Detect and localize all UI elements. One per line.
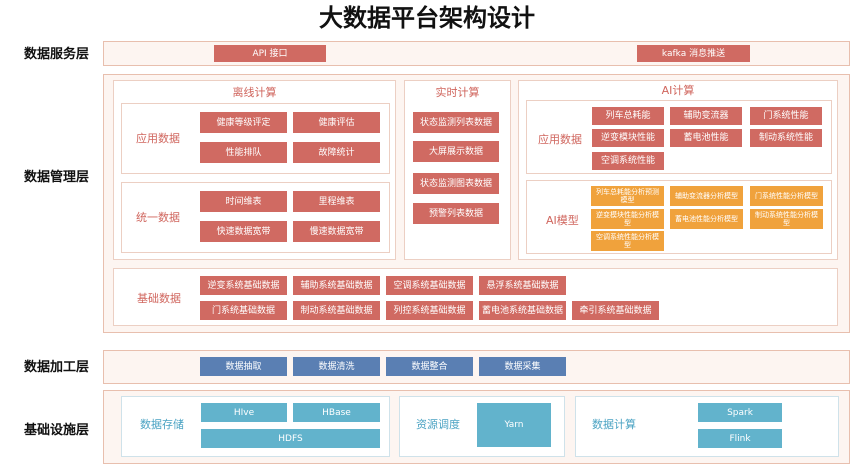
layer-label-infra: 基础设施层: [24, 423, 90, 438]
ai-app-item: 门系统性能: [750, 107, 822, 125]
processing-item: 数据清洗: [293, 357, 380, 376]
offline-compute-title: 离线计算: [232, 86, 277, 99]
ai-model-item: 蓄电池性能分析模型: [670, 209, 743, 229]
base-data-item: 列控系统基础数据: [386, 301, 473, 320]
base-data-label: 基础数据: [137, 292, 181, 305]
hive-box: HIve: [201, 403, 287, 422]
ai-model-item: 列车总耗能分析预测模型: [591, 186, 664, 206]
ai-model-item: 制动系统性能分析模型: [750, 209, 823, 229]
base-data-item: 门系统基础数据: [200, 301, 287, 320]
hbase-box: HBase: [293, 403, 380, 422]
processing-item: 数据抽取: [200, 357, 287, 376]
compute-label: 数据计算: [592, 418, 636, 431]
offline-app-item: 健康等级评定: [200, 112, 287, 133]
offline-app-item: 性能排队: [200, 142, 287, 163]
offline-unified-item: 快速数据宽带: [200, 221, 287, 242]
offline-unified-item: 里程维表: [293, 191, 380, 212]
spark-box: Spark: [698, 403, 782, 422]
layer-label-service: 数据服务层: [24, 47, 90, 62]
ai-app-data-label: 应用数据: [538, 133, 582, 146]
ai-app-item: 列车总耗能: [592, 107, 664, 125]
ai-app-item: 逆变模块性能: [592, 129, 664, 147]
ai-compute-title: AI计算: [661, 84, 695, 97]
base-data-item: 逆变系统基础数据: [200, 276, 287, 295]
offline-unified-data-label: 统一数据: [136, 211, 180, 224]
kafka-push-box: kafka 消息推送: [637, 45, 750, 62]
base-data-item: 空调系统基础数据: [386, 276, 473, 295]
ai-model-item: 空调系统性能分析模型: [591, 231, 664, 251]
scheduling-label: 资源调度: [416, 418, 460, 431]
offline-unified-item: 时间维表: [200, 191, 287, 212]
yarn-box: Yarn: [477, 403, 551, 447]
layer-label-processing: 数据加工层: [24, 360, 90, 375]
base-data-item: 辅助系统基础数据: [293, 276, 380, 295]
offline-app-data-label: 应用数据: [136, 132, 180, 145]
offline-app-item: 健康评估: [293, 112, 380, 133]
base-data-item: 悬浮系统基础数据: [479, 276, 566, 295]
page-title: 大数据平台架构设计: [319, 4, 535, 32]
ai-app-item: 辅助变流器: [670, 107, 742, 125]
base-data-item: 牵引系统基础数据: [572, 301, 659, 320]
base-data-item: 蓄电池系统基础数据: [479, 301, 566, 320]
realtime-item: 状态监测列表数据: [413, 112, 499, 133]
hdfs-box: HDFS: [201, 429, 380, 448]
ai-app-item: 空调系统性能: [592, 152, 664, 170]
processing-item: 数据整合: [386, 357, 473, 376]
api-interface-box: API 接口: [214, 45, 326, 62]
base-data-item: 制动系统基础数据: [293, 301, 380, 320]
layer-label-management: 数据管理层: [24, 170, 90, 185]
processing-item: 数据采集: [479, 357, 566, 376]
ai-model-label: AI模型: [546, 214, 579, 227]
ai-app-item: 蓄电池性能: [670, 129, 742, 147]
ai-model-item: 辅助变流器分析模型: [670, 186, 743, 206]
storage-label: 数据存储: [140, 418, 184, 431]
realtime-compute-box: [404, 80, 511, 260]
realtime-item: 状态监测图表数据: [413, 173, 499, 194]
flink-box: Flink: [698, 429, 782, 448]
ai-app-item: 制动系统性能: [750, 129, 822, 147]
ai-model-item: 逆变模块性能分析模型: [591, 209, 664, 229]
ai-model-item: 门系统性能分析模型: [750, 186, 823, 206]
realtime-compute-title: 实时计算: [435, 86, 480, 99]
offline-unified-item: 慢速数据宽带: [293, 221, 380, 242]
offline-app-item: 故障统计: [293, 142, 380, 163]
realtime-item: 预警列表数据: [413, 203, 499, 224]
realtime-item: 大屏展示数据: [413, 141, 499, 162]
